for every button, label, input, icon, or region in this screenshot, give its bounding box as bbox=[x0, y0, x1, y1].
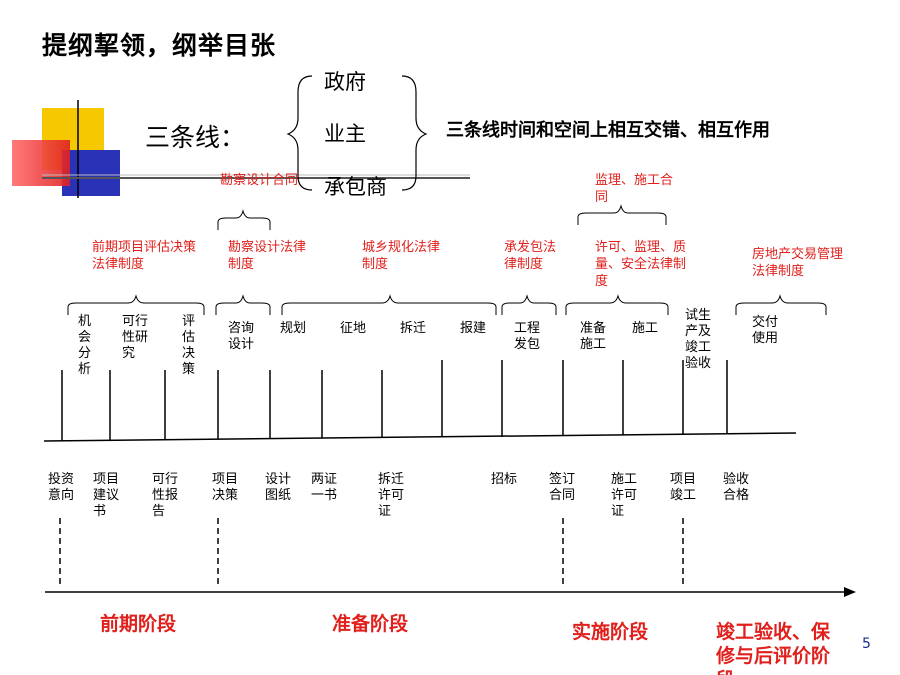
activity-filing: 报建 bbox=[460, 321, 487, 336]
label-pre-project-law: 前期项目评估决策法律制度 bbox=[92, 240, 197, 272]
label-supervision-contract: 监理、施工合同 bbox=[595, 173, 674, 205]
milestone-tender: 招标 bbox=[491, 472, 518, 487]
milestone-demolition-permit: 拆迁许可证 bbox=[378, 472, 405, 519]
activity-evaluation-decision: 评估决策 bbox=[182, 314, 196, 377]
party-owner: 业主 bbox=[324, 122, 366, 146]
milestone-contract-signed: 签订合同 bbox=[549, 472, 576, 503]
label-real-estate-law: 房地产交易管理法律制度 bbox=[752, 247, 844, 279]
activity-construction-prep: 准备施工 bbox=[580, 321, 607, 352]
phase-preparation: 准备阶段 bbox=[332, 613, 409, 635]
label-permit-quality-law: 许可、监理、质量、安全法律制度 bbox=[595, 240, 687, 289]
decor-blue-square bbox=[62, 150, 120, 196]
party-government: 政府 bbox=[324, 70, 366, 94]
activity-construction: 施工 bbox=[632, 321, 659, 336]
label-urban-planning-law: 城乡规化法律制度 bbox=[362, 240, 441, 272]
activity-land-acquisition: 征地 bbox=[340, 321, 367, 336]
milestone-project-decision: 项目决策 bbox=[212, 472, 239, 503]
label-survey-law: 勘察设计法律制度 bbox=[228, 240, 307, 272]
milestone-two-permits-one-letter: 两证一书 bbox=[311, 472, 338, 503]
page-title: 提纲挈领，纲举目张 bbox=[42, 31, 277, 60]
milestone-construction-permit: 施工许可证 bbox=[611, 472, 638, 519]
activity-opportunity-analysis: 机会分析 bbox=[78, 314, 92, 377]
milestone-acceptance-passed: 验收合格 bbox=[723, 472, 750, 503]
party-contractor: 承包商 bbox=[324, 175, 387, 199]
activity-handover: 交付使用 bbox=[752, 315, 779, 346]
three-lines-description: 三条线时间和空间上相互交错、相互作用 bbox=[446, 120, 770, 141]
activity-consulting-design: 咨询设计 bbox=[228, 321, 255, 352]
milestone-investment-intent: 投资意向 bbox=[48, 472, 75, 503]
label-contracting-law: 承发包法律制度 bbox=[504, 240, 557, 272]
three-lines-label: 三条线： bbox=[145, 123, 246, 152]
activity-trial-production: 试生产及竣工验收 bbox=[685, 308, 712, 371]
page-number: 5 bbox=[862, 636, 871, 652]
activity-planning: 规划 bbox=[280, 321, 307, 336]
milestone-project-proposal: 项目建议书 bbox=[93, 472, 120, 519]
label-survey-contract: 勘察设计合同 bbox=[220, 173, 299, 188]
milestone-project-completion: 项目竣工 bbox=[670, 472, 697, 503]
activity-contract-award: 工程发包 bbox=[514, 321, 541, 352]
activity-demolition: 拆迁 bbox=[400, 321, 427, 336]
phase-preliminary: 前期阶段 bbox=[100, 613, 177, 635]
phase-completion: 竣工验收、保修与后评价阶段 bbox=[716, 621, 831, 675]
phase-implementation: 实施阶段 bbox=[572, 621, 649, 643]
milestone-design-drawings: 设计图纸 bbox=[265, 472, 292, 503]
activity-feasibility-study: 可行性研究 bbox=[122, 314, 149, 361]
milestone-feasibility-report: 可行性报告 bbox=[152, 472, 179, 519]
